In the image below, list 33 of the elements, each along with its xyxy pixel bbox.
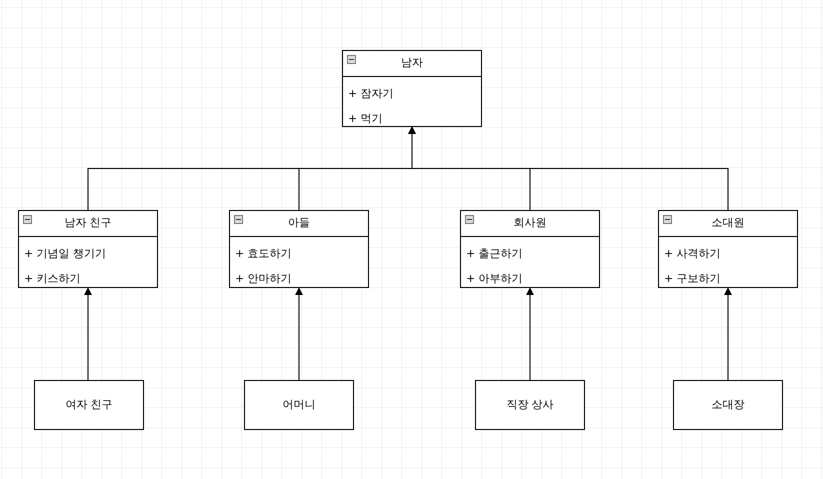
inheritance-arrow xyxy=(84,287,92,380)
class-box xyxy=(460,210,600,288)
object-name: 여자 친구 xyxy=(65,396,113,413)
class-name: 아들 xyxy=(288,215,310,232)
object-name: 직장 상사 xyxy=(506,396,554,413)
method-text: + 사격하기 xyxy=(663,246,722,262)
method-text: + 먹기 xyxy=(347,111,384,127)
method-text: + 키스하기 xyxy=(23,271,82,287)
class-box xyxy=(18,210,158,288)
object-name: 소대장 xyxy=(712,396,744,413)
inheritance-arrow xyxy=(526,287,534,380)
object-box xyxy=(34,380,144,430)
class-name: 소대원 xyxy=(712,215,744,232)
method-text: + 아부하기 xyxy=(465,271,524,287)
inheritance-arrow xyxy=(724,287,732,380)
method-text: + 안마하기 xyxy=(234,271,293,287)
method-text: + 기념일 챙기기 xyxy=(23,246,108,262)
object-name: 어머니 xyxy=(282,396,316,413)
method-text: + 구보하기 xyxy=(663,271,722,287)
class-box xyxy=(658,210,798,288)
class-name: 남자 xyxy=(401,55,423,72)
method-text: + 효도하기 xyxy=(234,246,293,262)
inheritance-arrow xyxy=(408,126,728,210)
class-box xyxy=(229,210,369,288)
object-box xyxy=(244,380,354,430)
method-text: + 잠자기 xyxy=(347,86,395,102)
object-box xyxy=(673,380,783,430)
class-name: 남자 친구 xyxy=(64,215,112,232)
object-box xyxy=(475,380,585,430)
class-box xyxy=(342,50,482,127)
class-name: 회사원 xyxy=(514,215,546,232)
method-text: + 출근하기 xyxy=(465,246,524,262)
inheritance-arrow xyxy=(295,287,303,380)
